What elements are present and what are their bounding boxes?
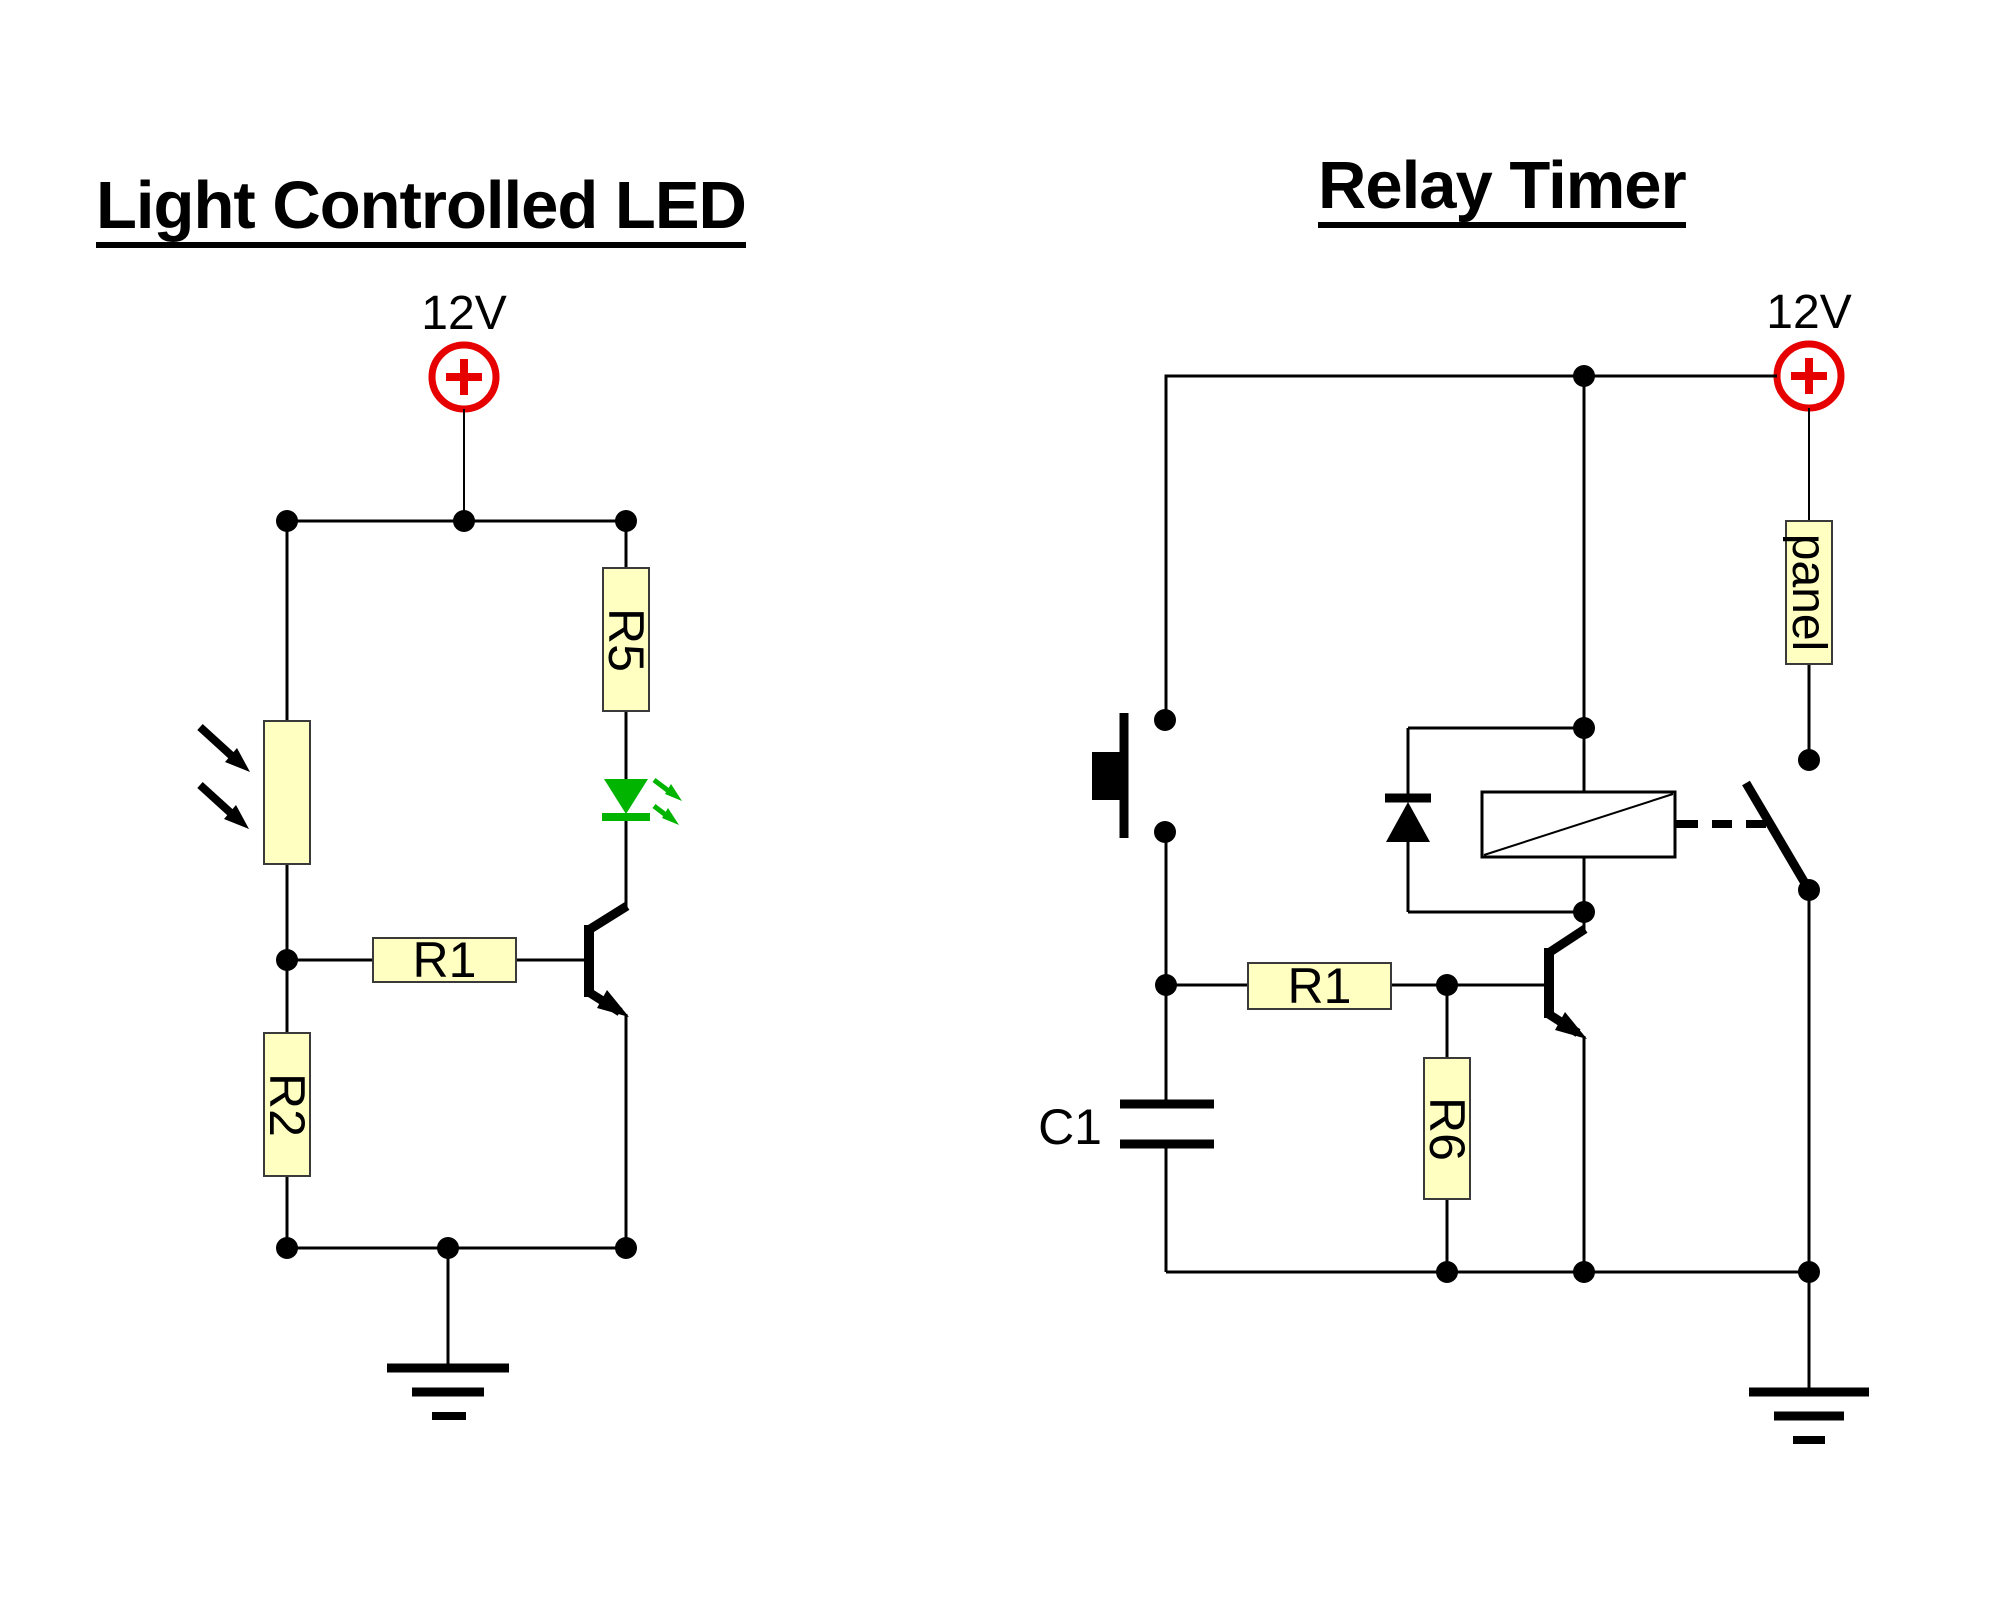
relay-coil-icon (1480, 790, 1677, 859)
right-supply-voltage-label: 12V (1766, 286, 1852, 339)
junction-dots-right (1154, 365, 1820, 1283)
led-icon (602, 778, 682, 825)
left-circuit-title: Light Controlled LED (96, 172, 747, 248)
npn-transistor-icon (1544, 925, 1588, 1039)
panel-load-label: panel (1782, 533, 1836, 652)
left-circuit-graphics (197, 341, 682, 1420)
light-arrow-icon (197, 724, 250, 829)
resistor-r1-right: R1 (1247, 958, 1392, 1014)
resistor-r6: R6 (1419, 1057, 1475, 1200)
resistor-r5: R5 (598, 567, 654, 712)
ground-icon (387, 1363, 509, 1420)
left-supply-voltage-label: 12V (421, 287, 507, 340)
ground-icon (1749, 1387, 1869, 1444)
led-emission-arrow-icon (652, 778, 682, 825)
pushbutton-icon (1092, 713, 1129, 838)
junction-dots-left (276, 510, 637, 1259)
panel-load: panel (1783, 520, 1836, 665)
resistor-r2-label: R2 (259, 1072, 316, 1137)
dc-supply-positive-icon (428, 341, 500, 413)
capacitor-c1-label: C1 (1038, 1099, 1102, 1155)
flyback-diode-icon (1385, 793, 1431, 842)
resistor-r1-right-label: R1 (1287, 958, 1352, 1014)
resistor-r1-left: R1 (372, 932, 517, 988)
ldr-photoresistor (263, 720, 311, 865)
right-circuit-graphics (1092, 340, 1869, 1444)
right-wires (1164, 374, 1811, 1392)
resistor-r6-label: R6 (1419, 1096, 1476, 1161)
relay-switch-icon (1742, 780, 1813, 893)
resistor-r5-label: R5 (598, 607, 655, 672)
left-wires (285, 409, 628, 1368)
npn-transistor-icon (584, 902, 630, 1017)
right-circuit-title: Relay Timer (1318, 152, 1687, 228)
dc-supply-positive-icon (1773, 340, 1845, 412)
resistor-r1-left-label: R1 (412, 932, 477, 988)
capacitor-icon (1120, 1099, 1214, 1149)
resistor-r2: R2 (259, 1032, 315, 1177)
